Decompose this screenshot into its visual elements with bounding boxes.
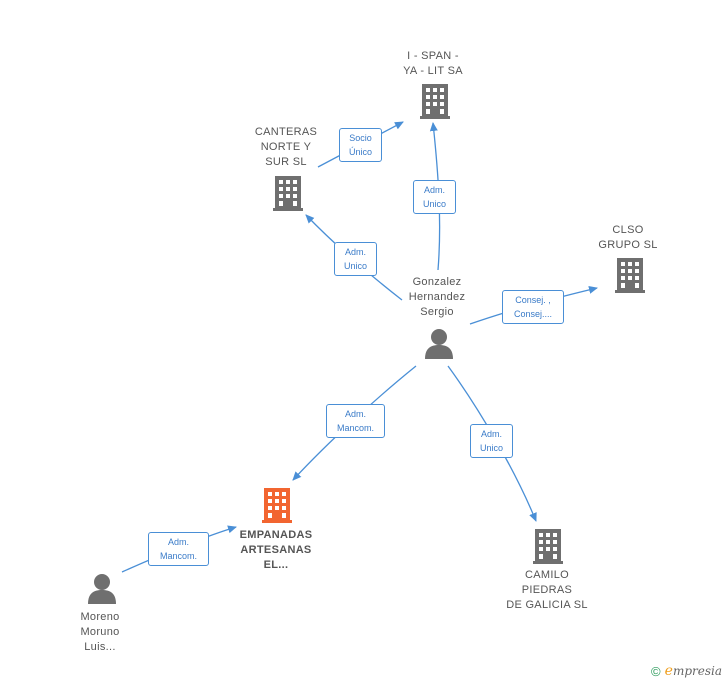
node-label-ispan[interactable]: I - SPAN - YA - LIT SA <box>403 50 463 77</box>
camilo-building-icon[interactable] <box>533 529 563 564</box>
ispan-building-icon[interactable] <box>420 84 450 119</box>
edge-label-adm-unico-ispan: Adm. Unico <box>413 180 456 214</box>
node-label-moreno[interactable]: Moreno Moruno Luis... <box>80 611 120 653</box>
copyright-icon: © <box>651 663 661 679</box>
node-label-clso[interactable]: CLSO GRUPO SL <box>598 224 658 251</box>
empresia-logo[interactable]: © empresia <box>651 663 722 679</box>
node-label-canteras[interactable]: CANTERAS NORTE Y SUR SL <box>254 126 318 168</box>
moreno-person-icon[interactable] <box>88 574 116 604</box>
clso-building-icon[interactable] <box>615 258 645 293</box>
node-label-gonzalez[interactable]: Gonzalez Hernandez Sergio <box>408 276 466 318</box>
edge-label-adm-mancom-empanadas: Adm. Mancom. <box>326 404 385 438</box>
edge-label-adm-mancom-moreno: Adm. Mancom. <box>148 532 209 566</box>
canteras-building-icon[interactable] <box>273 176 303 211</box>
edge-label-consej: Consej. , Consej.... <box>502 290 564 324</box>
brand-rest: mpresia <box>672 664 722 678</box>
empanadas-building-icon[interactable] <box>262 488 292 523</box>
node-label-camilo[interactable]: CAMILO PIEDRAS DE GALICIA SL <box>506 569 588 611</box>
edge-label-socio-unico: Socio Único <box>339 128 382 162</box>
edge-label-adm-unico-canteras: Adm. Unico <box>334 242 377 276</box>
node-label-empanadas[interactable]: EMPANADAS ARTESANAS EL... <box>239 529 313 571</box>
brand-e: e <box>664 663 673 679</box>
gonzalez-person-icon[interactable] <box>425 329 453 359</box>
edge-label-adm-unico-camilo: Adm. Unico <box>470 424 513 458</box>
